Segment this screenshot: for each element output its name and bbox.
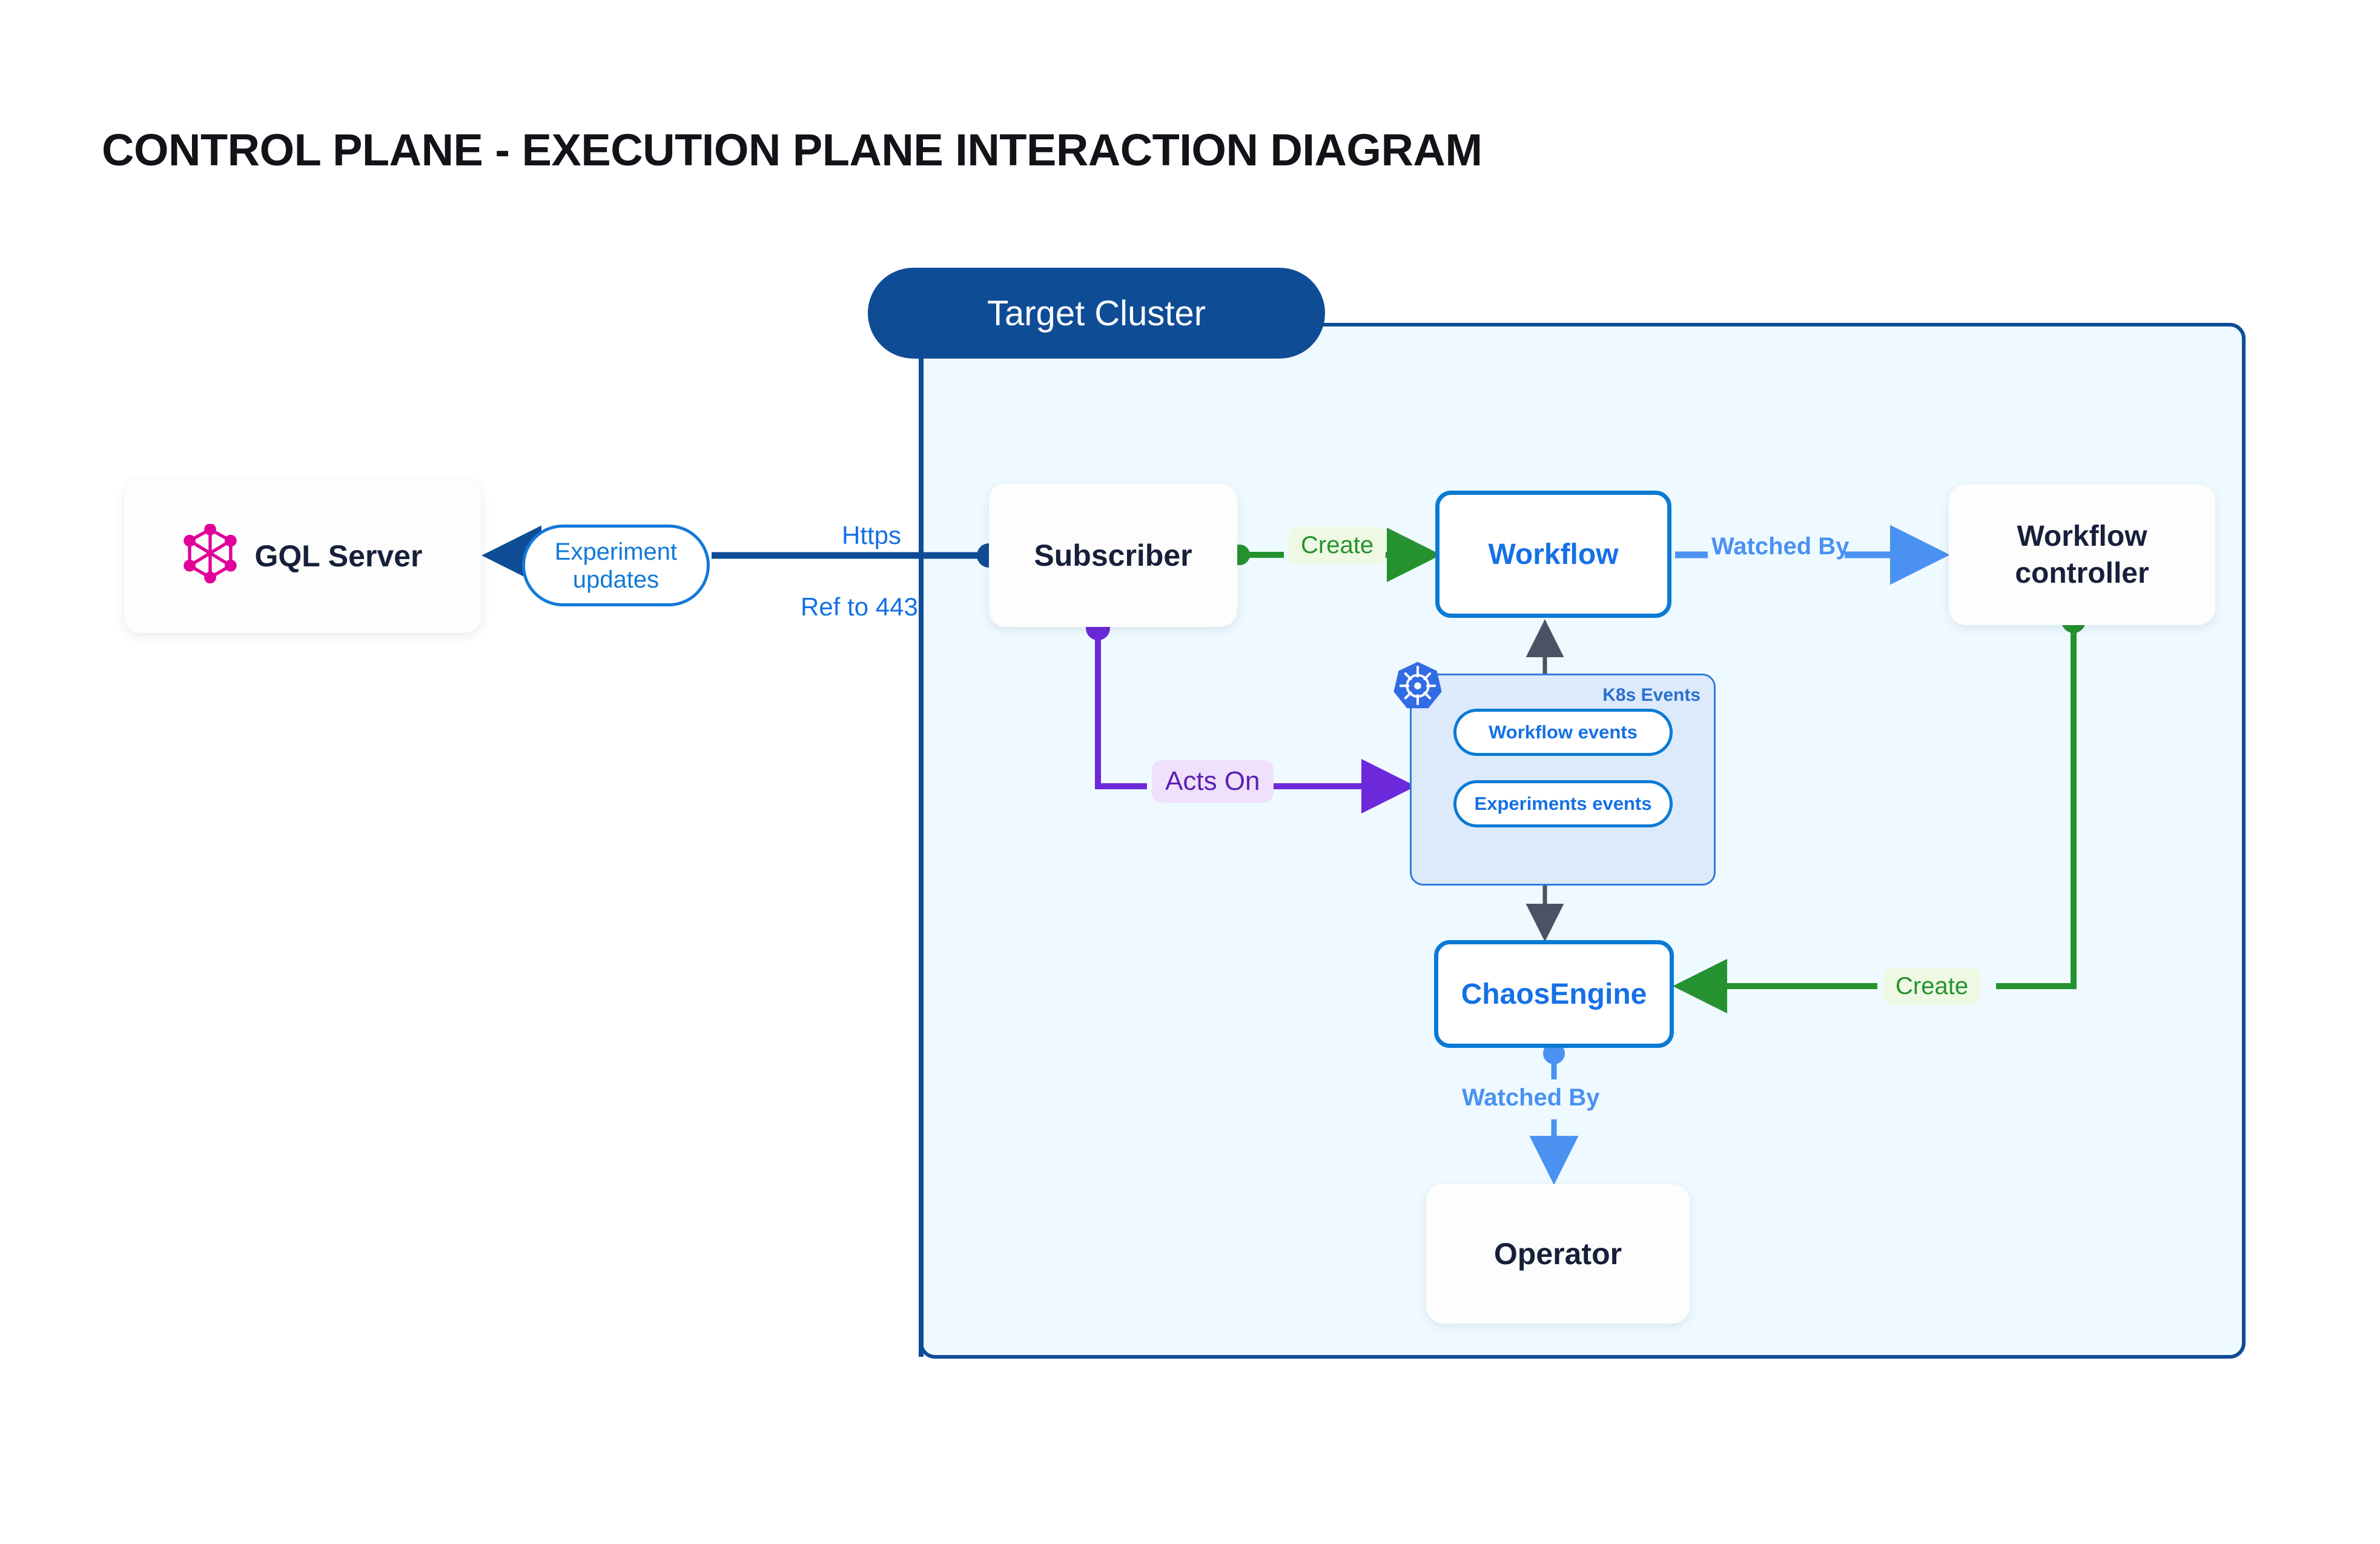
edge-label-ref-to-443: Ref to 443 — [801, 592, 918, 621]
k8s-events-title: K8s Events — [1602, 685, 1701, 705]
graphql-icon — [183, 523, 237, 588]
k8s-event-experiments-events[interactable]: Experiments events — [1453, 780, 1673, 827]
target-cluster-label: Target Cluster — [868, 268, 1325, 359]
edge-label-create-chaosengine: Create — [1883, 968, 1981, 1005]
kubernetes-icon — [1391, 660, 1444, 714]
page-title: CONTROL PLANE - EXECUTION PLANE INTERACT… — [102, 125, 1483, 175]
edge-label-acts-on: Acts On — [1152, 760, 1274, 803]
edge-label-create-workflow: Create — [1289, 527, 1386, 564]
k8s-events-group: K8s Events — [1410, 674, 1716, 886]
node-gql-server-label: GQL Server — [254, 538, 423, 573]
node-chaosengine[interactable]: ChaosEngine — [1434, 940, 1674, 1048]
k8s-event-workflow-events[interactable]: Workflow events — [1453, 709, 1673, 756]
node-operator[interactable]: Operator — [1426, 1184, 1690, 1324]
edge-label-watched-by-operator: Watched By — [1462, 1084, 1600, 1111]
node-workflow-controller[interactable]: Workflow controller — [1949, 485, 2215, 625]
edge-label-watched-by-controller: Watched By — [1711, 533, 1849, 560]
node-subscriber[interactable]: Subscriber — [989, 483, 1237, 627]
edge-label-experiment-updates: Experiment updates — [522, 525, 710, 606]
edge-label-https: Https — [842, 521, 902, 549]
node-workflow[interactable]: Workflow — [1435, 491, 1671, 618]
node-gql-server[interactable]: GQL Server — [124, 479, 481, 633]
